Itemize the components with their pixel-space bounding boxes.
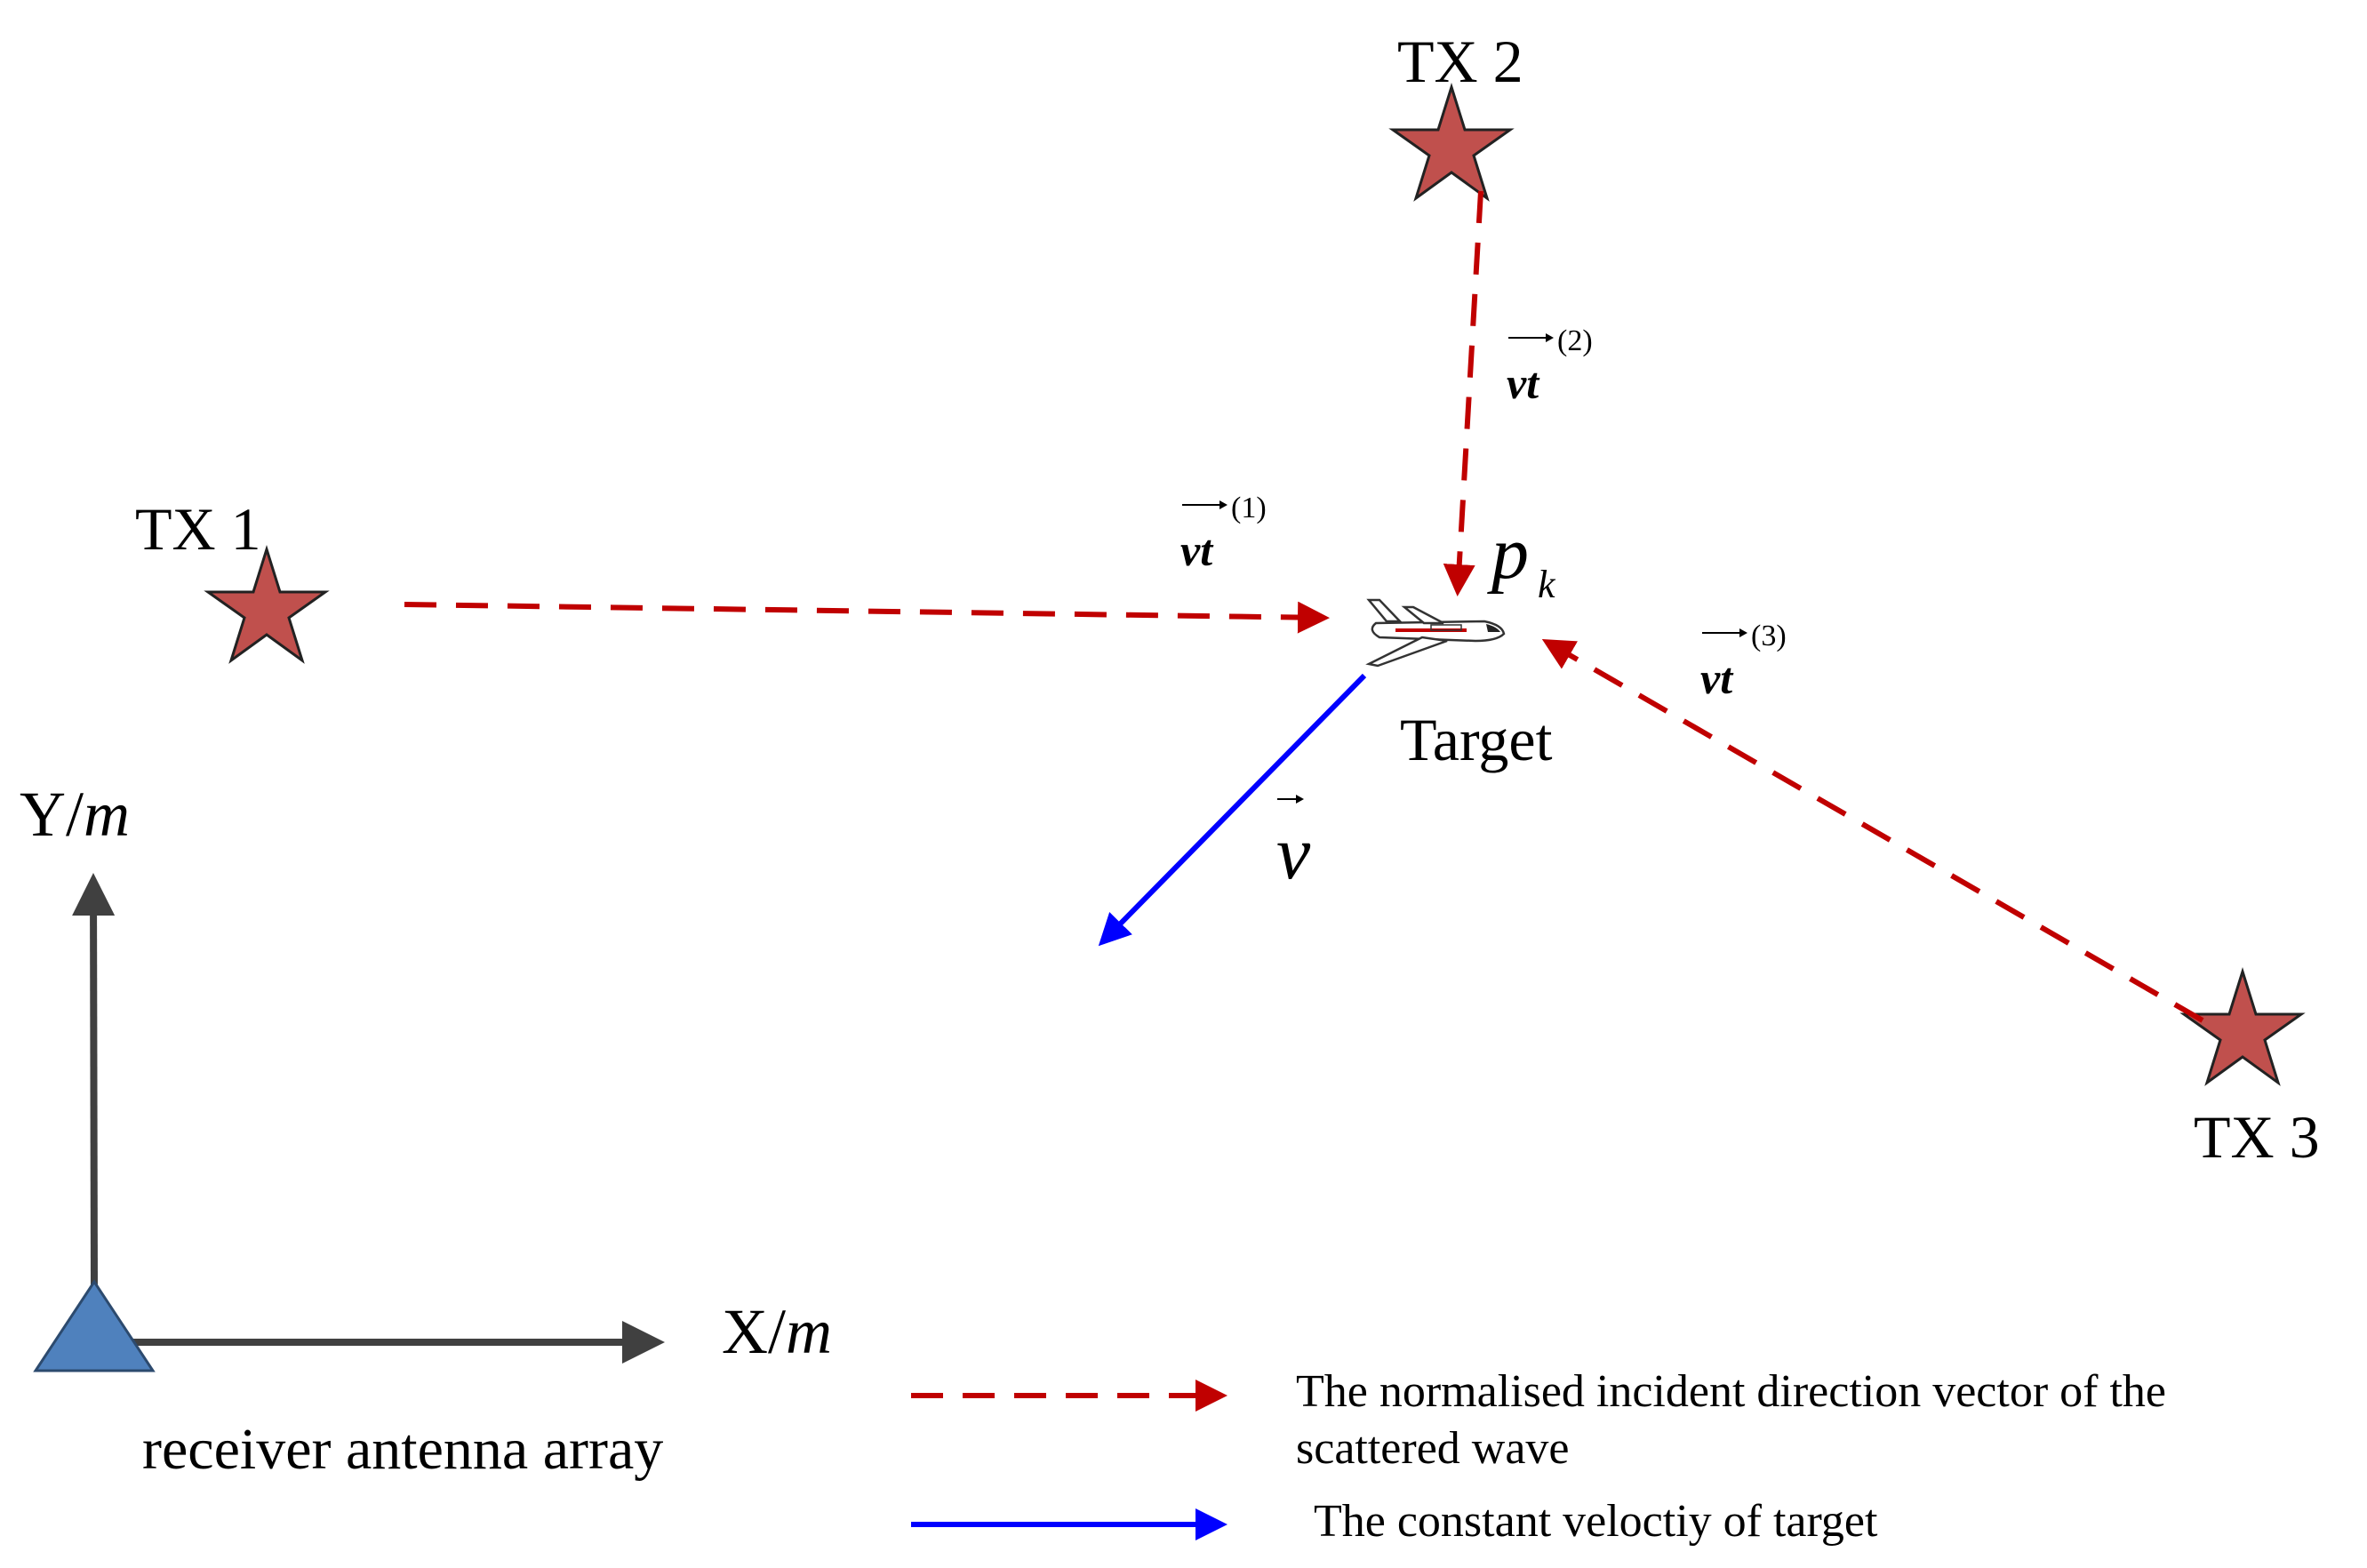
vt2-arrow-icon (1508, 333, 1554, 342)
vt1-arrow-icon (1182, 500, 1227, 509)
tx1-label: TX 1 (135, 495, 261, 563)
velocity-label: v (1276, 810, 1311, 895)
tx3-star-icon (2179, 966, 2306, 1086)
incident-arrow-2 (1443, 190, 1483, 596)
y-axis-label: Y/m (20, 779, 130, 850)
y-axis-unit: m (84, 779, 130, 850)
vt1-superscript: (1) (1231, 492, 1267, 524)
receiver-label: receiver antenna array (142, 1417, 663, 1482)
tx1-star-icon (204, 544, 330, 664)
velocity-arrow (1098, 673, 1367, 947)
legend: The normalised incident direction vector… (911, 1366, 2166, 1547)
vt1-label: vt (1180, 525, 1214, 575)
y-axis-name: Y/ (20, 779, 84, 850)
velocity-vector-arrow-icon (1277, 795, 1304, 804)
receiver-triangle-icon (33, 1279, 156, 1372)
vt2-superscript: (2) (1557, 324, 1593, 357)
legend-dashed-text-line1: The normalised incident direction vector… (1296, 1366, 2166, 1417)
tx3-label: TX 3 (2194, 1103, 2320, 1171)
target-position-symbol: p (1487, 512, 1529, 595)
incident-arrow-3 (1541, 639, 2204, 1023)
x-axis-label: X/m (722, 1296, 832, 1367)
y-axis (72, 873, 116, 1290)
legend-dashed-text-line2: scattered wave (1296, 1423, 1569, 1474)
tx2-label: TX 2 (1397, 28, 1523, 95)
tx2-star-icon (1388, 82, 1515, 202)
vt3-superscript: (3) (1751, 620, 1787, 652)
x-axis-unit: m (786, 1296, 832, 1367)
vt3-label: vt (1700, 653, 1734, 703)
vt2-label: vt (1507, 358, 1540, 408)
target-label: Target (1400, 706, 1553, 773)
vt3-arrow-icon (1702, 628, 1747, 637)
legend-solid-text: The constant veloctiy of target (1314, 1496, 1878, 1547)
incident-arrow-1 (404, 601, 1330, 634)
x-axis-name: X/ (722, 1296, 786, 1367)
airplane-icon (1365, 598, 1506, 668)
target-position-subscript: k (1538, 563, 1556, 606)
